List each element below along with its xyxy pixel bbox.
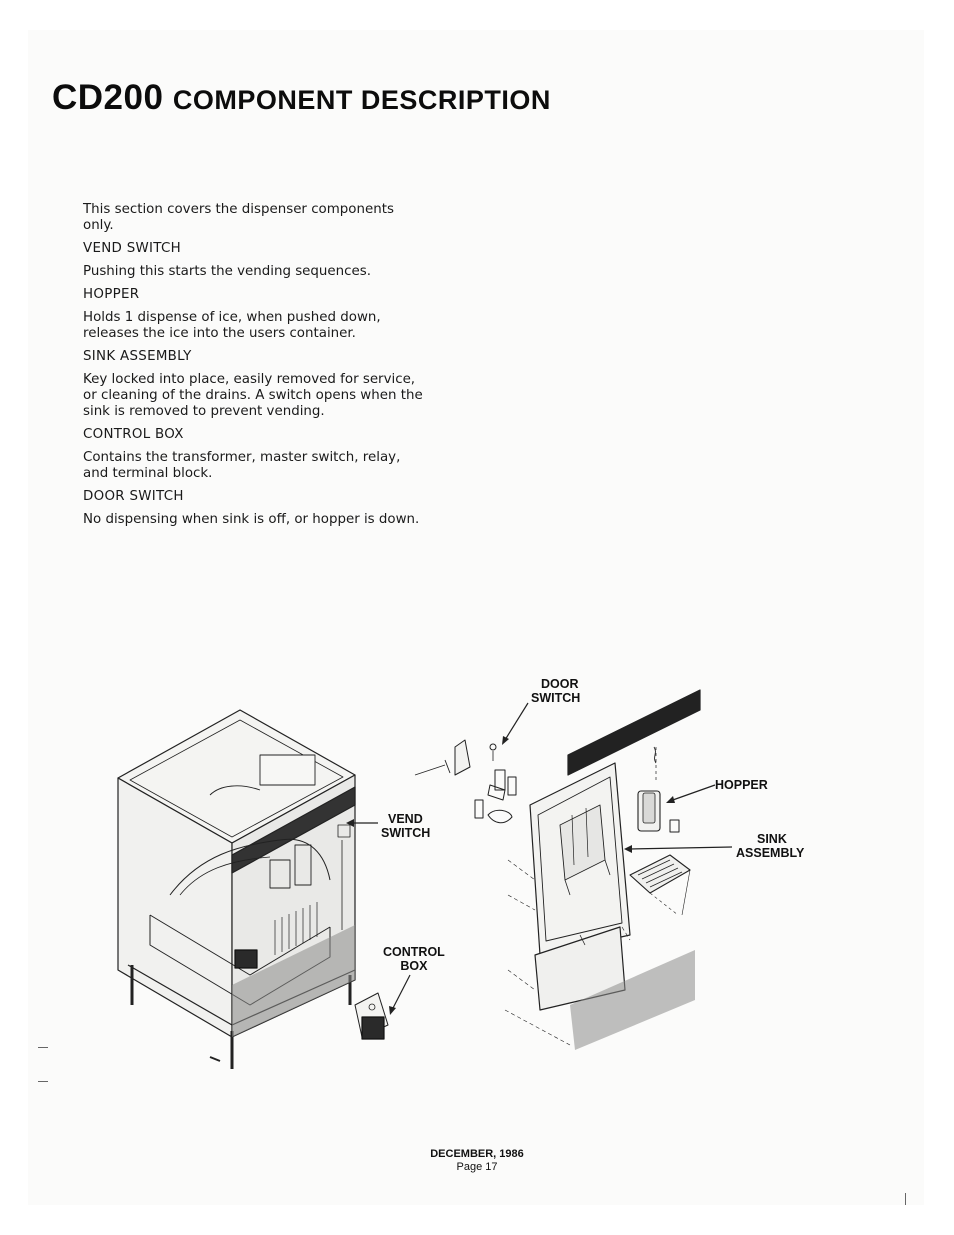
hopper-label-line1: HOPPER <box>715 778 768 792</box>
margin-tick <box>38 1081 48 1082</box>
control-box-label: CONTROL BOX <box>383 945 445 973</box>
sink-assembly-heading: SINK ASSEMBLY <box>83 349 192 364</box>
component-descriptions: This section covers the dispenser compon… <box>83 202 428 535</box>
dispenser-line-drawing <box>117 689 733 1069</box>
vend-switch-label: VEND SWITCH <box>381 812 430 840</box>
door-switch-heading: DOOR SWITCH <box>83 489 184 504</box>
door-switch-description: No dispensing when sink is off, or hoppe… <box>83 512 420 527</box>
hopper-description: Holds 1 dispense of ice, when pushed dow… <box>83 310 381 341</box>
vend-switch-label-line1: VEND <box>388 812 423 826</box>
intro-paragraph: This section covers the dispenser compon… <box>83 202 394 233</box>
ice-machine-cabinet <box>117 709 356 1069</box>
sink-assembly-arrow <box>629 846 733 850</box>
sink-assembly-part <box>624 845 733 916</box>
door-switch-label-line1: DOOR <box>541 677 579 691</box>
vend-switch-label-line2: SWITCH <box>381 826 431 840</box>
control-box-label-line2: BOX <box>400 959 428 973</box>
margin-tick <box>38 1047 48 1048</box>
door-switch-parts <box>414 702 529 824</box>
margin-tick <box>905 1193 906 1205</box>
page-title: CD200 COMPONENT DESCRIPTION <box>52 78 551 118</box>
footer-page-number: Page 17 <box>456 1161 498 1173</box>
sink-assembly-label-line1: SINK <box>757 832 787 846</box>
control-box-label-line1: CONTROL <box>383 945 445 959</box>
hopper-heading: HOPPER <box>83 287 140 302</box>
door-switch-label-line2: SWITCH <box>531 691 581 705</box>
vend-switch-description: Pushing this starts the vending sequence… <box>83 264 371 279</box>
hopper-arrow <box>669 784 716 802</box>
control-box-part <box>354 974 411 1040</box>
title-text: COMPONENT DESCRIPTION <box>172 85 551 115</box>
dispenser-front-panel <box>504 689 701 1050</box>
vend-switch-heading: VEND SWITCH <box>83 241 182 256</box>
title-model-code: CD200 <box>52 78 164 117</box>
hopper-label: HOPPER <box>715 778 768 792</box>
door-switch-arrow <box>504 702 529 741</box>
sink-assembly-label: SINK ASSEMBLY <box>736 832 804 860</box>
page-footer: DECEMBER, 1986 Page 17 <box>0 1148 954 1174</box>
sink-assembly-description: Key locked into place, easily removed fo… <box>83 372 423 419</box>
control-box-heading: CONTROL BOX <box>83 427 184 442</box>
footer-date: DECEMBER, 1986 <box>430 1148 524 1160</box>
hopper-part <box>637 746 716 833</box>
page-background <box>28 30 924 1205</box>
door-switch-label: DOOR SWITCH <box>531 677 580 705</box>
control-box-arrow <box>391 974 411 1011</box>
control-box-description: Contains the transformer, master switch,… <box>83 450 401 481</box>
sink-assembly-label-line2: ASSEMBLY <box>736 846 805 860</box>
dispenser-exploded-illustration: DOOR SWITCH HOPPER VEND SWITCH SINK ASSE… <box>110 665 840 1085</box>
